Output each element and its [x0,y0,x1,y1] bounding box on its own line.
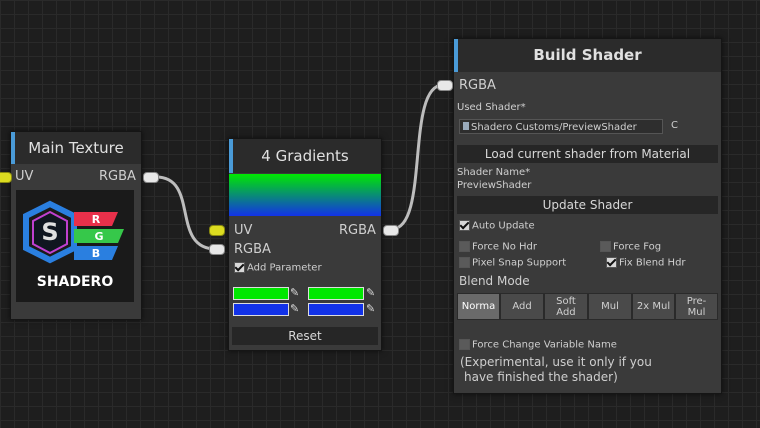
main-texture-rgba-label: RGBA [99,169,136,184]
color-swatch-blue-1[interactable] [233,303,289,316]
experimental-note-line2: have finished the shader) [464,370,618,384]
gradients-rgba-in-label: RGBA [234,242,271,257]
pixel-snap-toggle[interactable]: Pixel Snap Support [459,257,566,269]
logo-letter-g: G [94,230,103,243]
shader-name-field[interactable]: PreviewShader [457,180,532,191]
force-fog-toggle[interactable]: Force Fog [600,241,661,253]
force-fog-label: Force Fog [613,241,662,253]
blend-mode-add[interactable]: Add [500,293,544,320]
shader-file-icon [463,122,469,130]
gradients-rgba-in-pin[interactable] [209,244,225,255]
gradients-uv-label: UV [234,223,253,238]
object-picker-button[interactable]: C [671,120,678,131]
eyedropper-icon[interactable]: ✎ [366,286,376,299]
logo-letter-r: R [92,213,101,226]
blend-mode-norma[interactable]: Norma [457,293,500,320]
main-texture-node[interactable]: Main Texture S R G B SHADERO [10,131,142,320]
fix-blend-hdr-checkbox[interactable] [606,257,617,268]
texture-preview: S R G B SHADERO [16,190,134,302]
experimental-note-line1: (Experimental, use it only if you [460,355,652,369]
blend-mode-soft-add[interactable]: Soft Add [544,293,588,320]
force-no-hdr-toggle[interactable]: Force No Hdr [459,241,537,253]
used-shader-value: Shadero Customs/PreviewShader [471,122,637,133]
blend-mode-mul[interactable]: Mul [588,293,632,320]
blend-mode-selector[interactable]: Norma Add Soft Add Mul 2x Mul Pre- Mul [457,293,718,320]
pixel-snap-label: Pixel Snap Support [472,257,567,269]
build-shader-rgba-pin[interactable] [437,80,453,91]
used-shader-field[interactable]: Shadero Customs/PreviewShader [459,119,663,134]
reset-button[interactable]: Reset [232,327,378,345]
auto-update-label: Auto Update [472,220,535,232]
main-texture-uv-label: UV [15,169,34,184]
build-shader-title: Build Shader [533,46,642,64]
wire-gradient-to-build [391,83,444,231]
node-header[interactable]: Build Shader [454,39,721,72]
node-header[interactable]: 4 Gradients [229,139,381,173]
gradient-preview [229,174,381,216]
blend-mode-label: Blend Mode [459,274,530,288]
main-texture-title: Main Texture [28,139,124,157]
svg-text:S: S [41,218,58,246]
gradients-title: 4 Gradients [261,147,349,165]
force-fog-checkbox[interactable] [600,241,611,252]
eyedropper-icon[interactable]: ✎ [366,302,376,315]
color-swatch-green-1[interactable] [233,287,289,300]
force-change-name-toggle[interactable]: Force Change Variable Name [459,339,617,351]
eyedropper-icon[interactable]: ✎ [290,302,300,315]
add-parameter-checkbox[interactable] [234,262,245,273]
auto-update-toggle[interactable]: Auto Update [459,220,535,232]
build-shader-node[interactable]: Build Shader RGBA Used Shader* Shadero C… [453,38,722,394]
auto-update-checkbox[interactable] [459,220,470,231]
gradients-rgba-out-label: RGBA [339,223,376,238]
pixel-snap-checkbox[interactable] [459,257,470,268]
color-swatch-blue-2[interactable] [308,303,364,316]
node-header[interactable]: Main Texture [11,132,141,164]
wire-texture-to-gradient [155,175,217,251]
shader-name-label: Shader Name* [457,167,531,178]
fix-blend-hdr-label: Fix Blend Hdr [619,257,686,269]
gradients-uv-pin[interactable] [209,225,225,236]
shadero-logo: S R G B SHADERO [23,200,124,290]
update-shader-button[interactable]: Update Shader [457,196,718,214]
gradients-node[interactable]: 4 Gradients UV RGBA RGBA Add Parameter ✎… [228,138,382,351]
blend-mode-2x-mul[interactable]: 2x Mul [632,293,675,320]
used-shader-label: Used Shader* [457,102,526,113]
force-change-name-label: Force Change Variable Name [472,339,617,351]
gradients-rgba-out-pin[interactable] [383,225,399,236]
fix-blend-hdr-toggle[interactable]: Fix Blend Hdr [606,257,686,269]
eyedropper-icon[interactable]: ✎ [290,286,300,299]
blend-mode-pre-mul[interactable]: Pre- Mul [675,293,718,320]
force-no-hdr-label: Force No Hdr [472,241,537,253]
logo-letter-b: B [92,247,100,260]
force-change-name-checkbox[interactable] [459,339,470,350]
color-swatch-green-2[interactable] [308,287,364,300]
build-shader-rgba-label: RGBA [459,78,496,93]
add-parameter-toggle[interactable]: Add Parameter [234,262,322,274]
logo-label: SHADERO [37,274,114,290]
main-texture-uv-pin[interactable] [0,172,12,183]
load-shader-button[interactable]: Load current shader from Material [457,145,718,163]
force-no-hdr-checkbox[interactable] [459,241,470,252]
main-texture-rgba-pin[interactable] [143,172,159,183]
add-parameter-label: Add Parameter [247,262,322,274]
